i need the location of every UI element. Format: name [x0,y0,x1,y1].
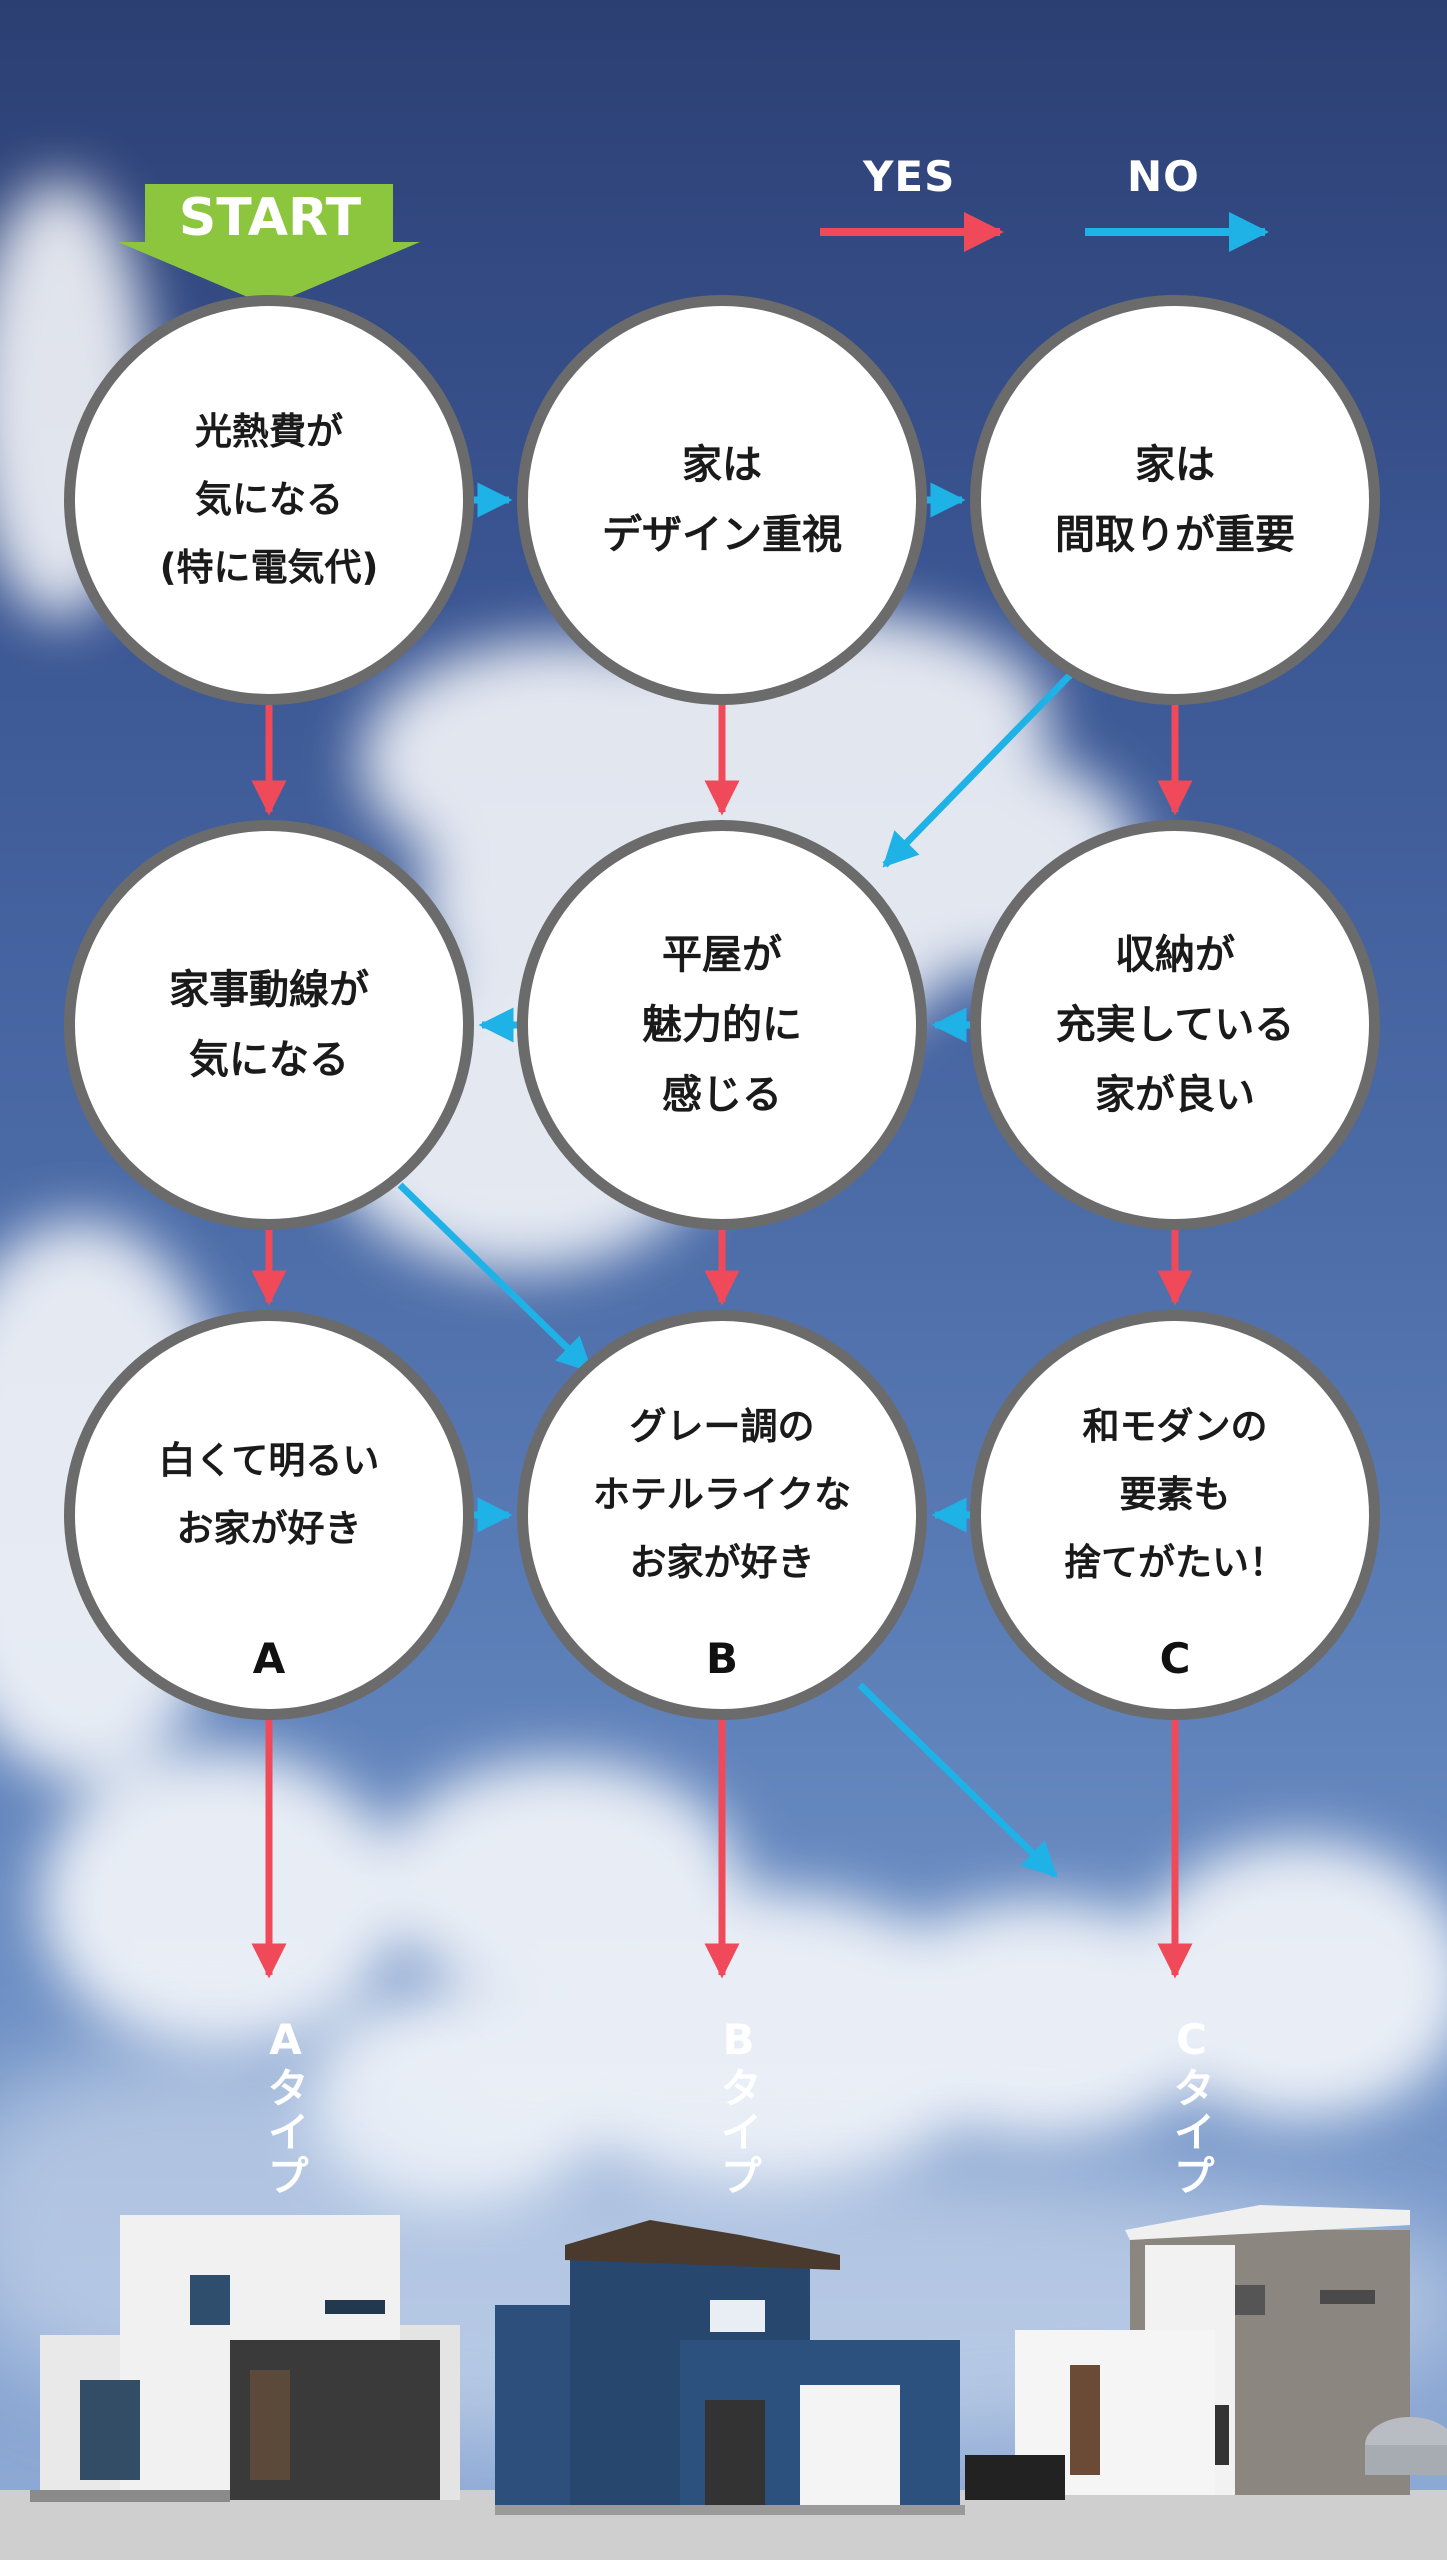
question-text: 家は デザイン重視 [602,442,842,558]
question-node-q3: 家は 間取りが重要 [970,295,1380,705]
result-letter: B [705,1634,738,1683]
legend-no-label: NO [1127,152,1200,201]
edge-no-q3-to-q5 [882,672,1073,868]
question-text: 家は 間取りが重要 [1055,442,1295,558]
type-a-label: Aタイプ [261,2015,310,2198]
question-node-q4: 家事動線が 気になる [64,820,474,1230]
question-node-q1: 光熱費が 気になる (特に電気代) [64,295,474,705]
question-node-q2: 家は デザイン重視 [517,295,927,705]
start-arrow-shape [118,184,420,306]
type-b-label: Bタイプ [714,2015,763,2198]
result-text: 和モダンの 要素も 捨てがたい！ [1064,1405,1286,1584]
house-photos [0,2205,1447,2560]
question-text: 家事動線が 気になる [169,967,369,1083]
house-a-image [30,2215,460,2502]
result-text: グレー調の ホテルライクな お家が好き [592,1405,852,1584]
start-label: START [178,188,362,248]
edge-no-q4-to-b [397,1182,593,1373]
result-node-b: グレー調の ホテルライクな お家が好き B [517,1310,927,1720]
question-text: 平屋が 魅力的に 感じる [642,932,802,1118]
result-node-a: 白くて明るい お家が好き A [64,1310,474,1720]
legend-yes-label: YES [863,152,956,201]
edge-no-b-to-type-c [857,1682,1058,1878]
house-b-image [495,2220,965,2515]
house-c-image [965,2205,1447,2500]
type-c-label: Cタイプ [1167,2015,1216,2198]
result-node-c: 和モダンの 要素も 捨てがたい！ C [970,1310,1380,1720]
question-node-q5: 平屋が 魅力的に 感じる [517,820,927,1230]
result-letter: C [1159,1634,1191,1683]
edge-layer [251,482,1193,1979]
question-node-q6: 収納が 充実している 家が良い [970,820,1380,1230]
question-text: 収納が 充実している 家が良い [1055,932,1295,1118]
result-text: 白くて明るい お家が好き [158,1439,380,1550]
question-text: 光熱費が 気になる (特に電気代) [159,410,379,589]
result-letter: A [252,1634,286,1683]
